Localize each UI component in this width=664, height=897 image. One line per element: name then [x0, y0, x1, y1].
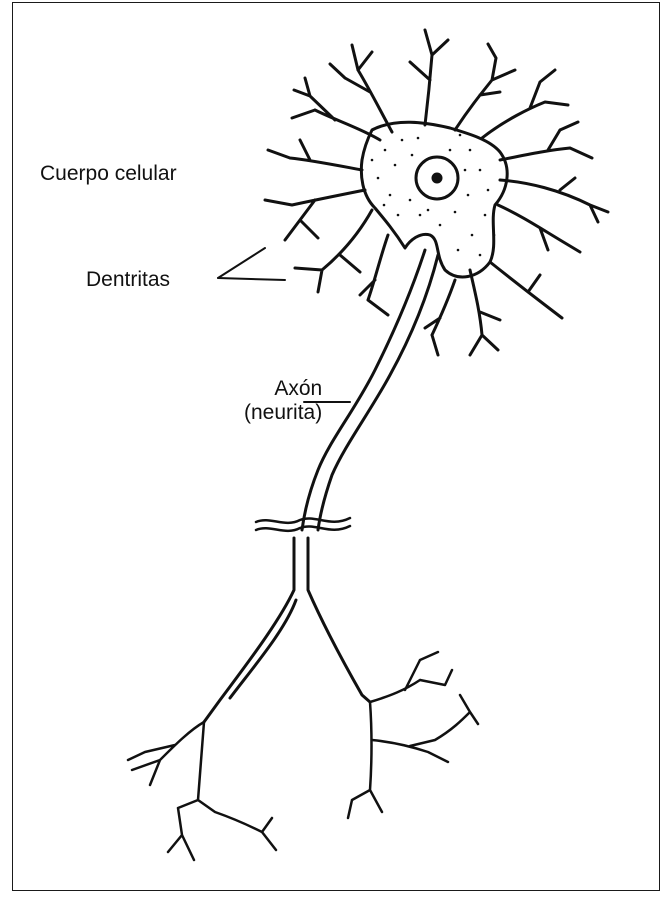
dendrites-bottom — [425, 262, 562, 355]
label-axon: Axón (neurita) — [244, 377, 322, 425]
axon-terminals-right — [348, 652, 478, 818]
label-dendrites: Dentritas — [86, 268, 170, 292]
label-axon-line1: Axón — [244, 377, 322, 401]
label-cell-body: Cuerpo celular — [40, 162, 177, 186]
axon-terminals-left — [128, 722, 276, 860]
dendrites-leader-upper — [218, 248, 265, 278]
dendrites-leader-lower — [218, 278, 285, 280]
axon-lower — [204, 538, 370, 722]
nucleolus — [432, 173, 442, 183]
label-axon-line2: (neurita) — [244, 401, 322, 425]
